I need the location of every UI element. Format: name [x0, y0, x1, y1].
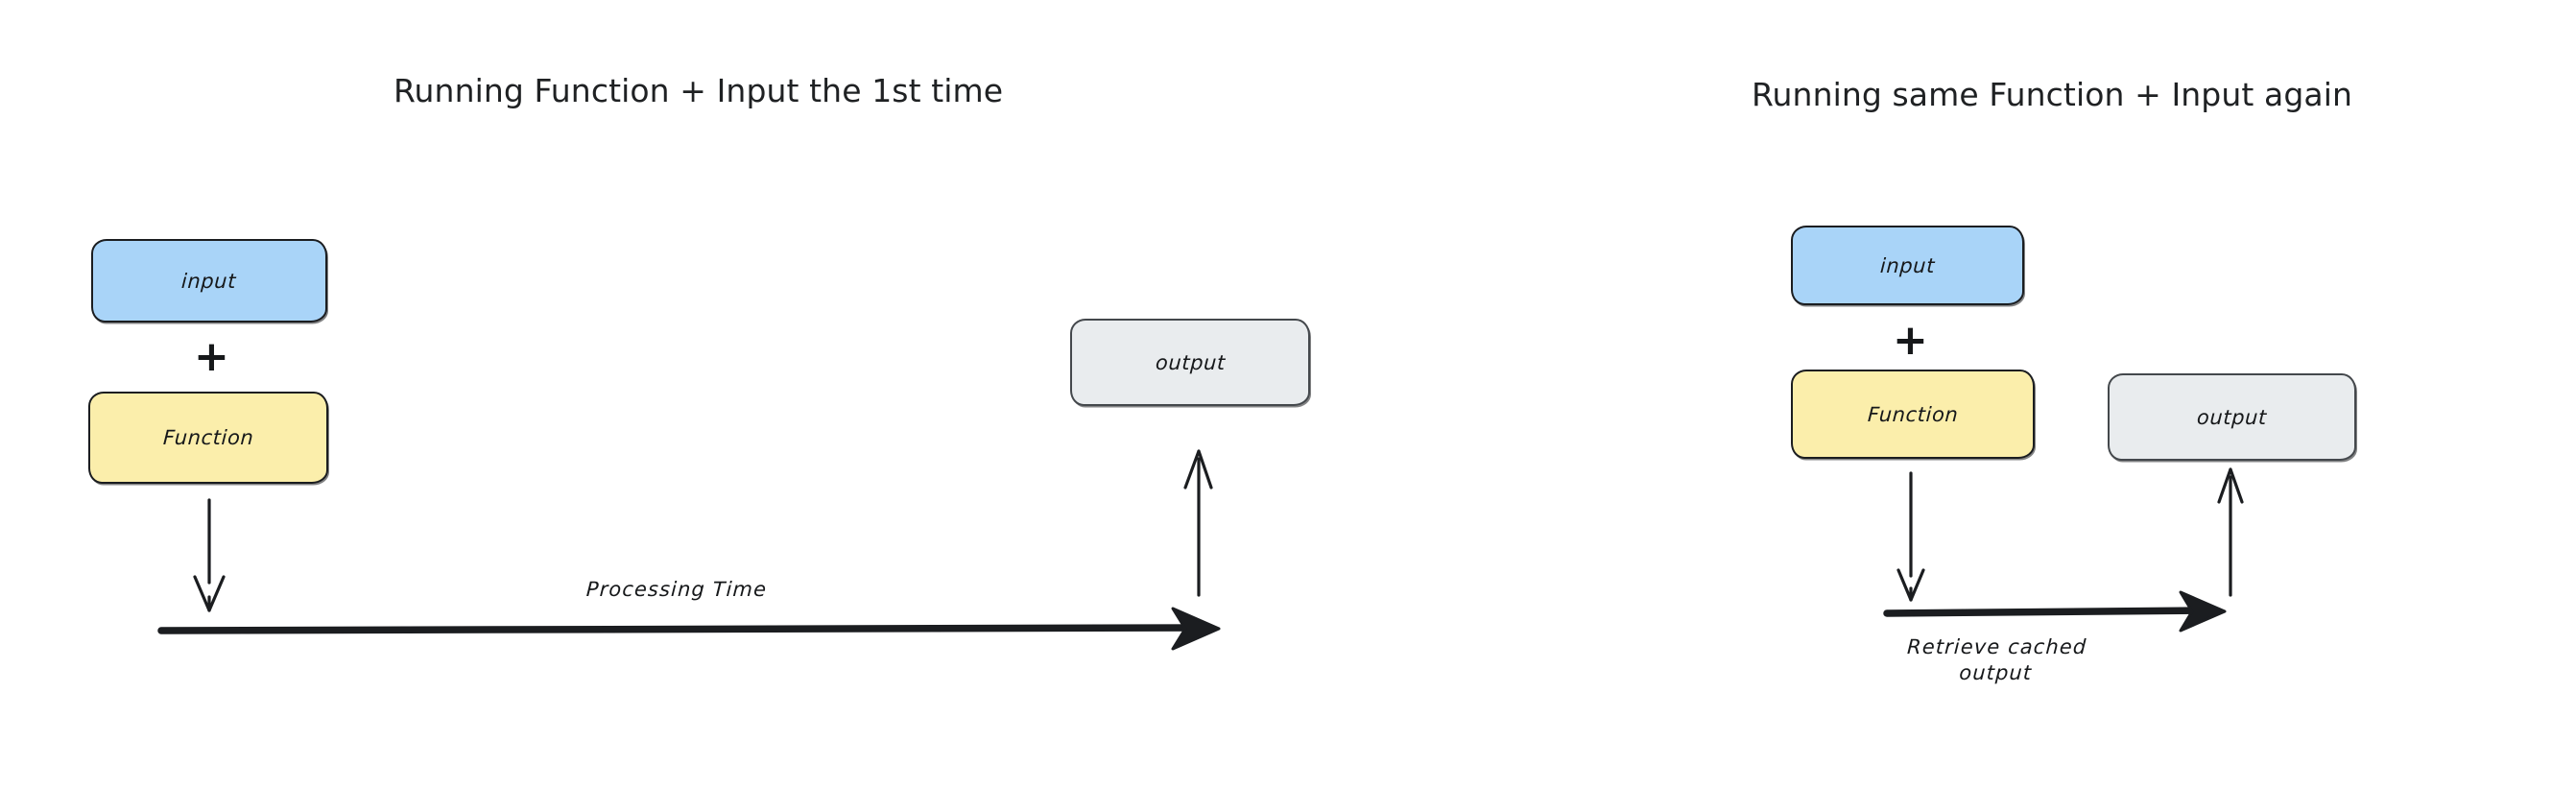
- node-output-first-run[interactable]: output: [1070, 319, 1310, 406]
- timeline-label-processing-time: Processing Time: [585, 578, 768, 601]
- panel-title-cached-run: Running same Function + Input again: [1752, 76, 2352, 113]
- plus-operator-cached-run: +: [1893, 316, 1928, 365]
- panel-cached-run: Running same Function + Input again inpu…: [1440, 0, 2576, 812]
- node-output-label: output: [2196, 405, 2268, 429]
- plus-operator-first-run: +: [194, 332, 229, 381]
- node-output-cached-run[interactable]: output: [2108, 373, 2356, 461]
- node-function-label: Function: [1867, 402, 1959, 426]
- node-input-first-run[interactable]: input: [91, 239, 327, 322]
- panel-first-run: Running Function + Input the 1st time in…: [88, 72, 1310, 601]
- panel-title-first-run: Running Function + Input the 1st time: [394, 72, 1004, 109]
- timeline-label-retrieve-cached-output: Retrieve cached output: [1906, 635, 2087, 684]
- node-function-cached-run[interactable]: Function: [1791, 370, 2035, 459]
- node-output-label: output: [1154, 350, 1227, 374]
- node-input-label: input: [180, 269, 238, 293]
- node-function-first-run[interactable]: Function: [88, 392, 328, 484]
- node-input-label: input: [1879, 253, 1936, 277]
- node-function-label: Function: [162, 426, 254, 449]
- node-input-cached-run[interactable]: input: [1791, 226, 2024, 305]
